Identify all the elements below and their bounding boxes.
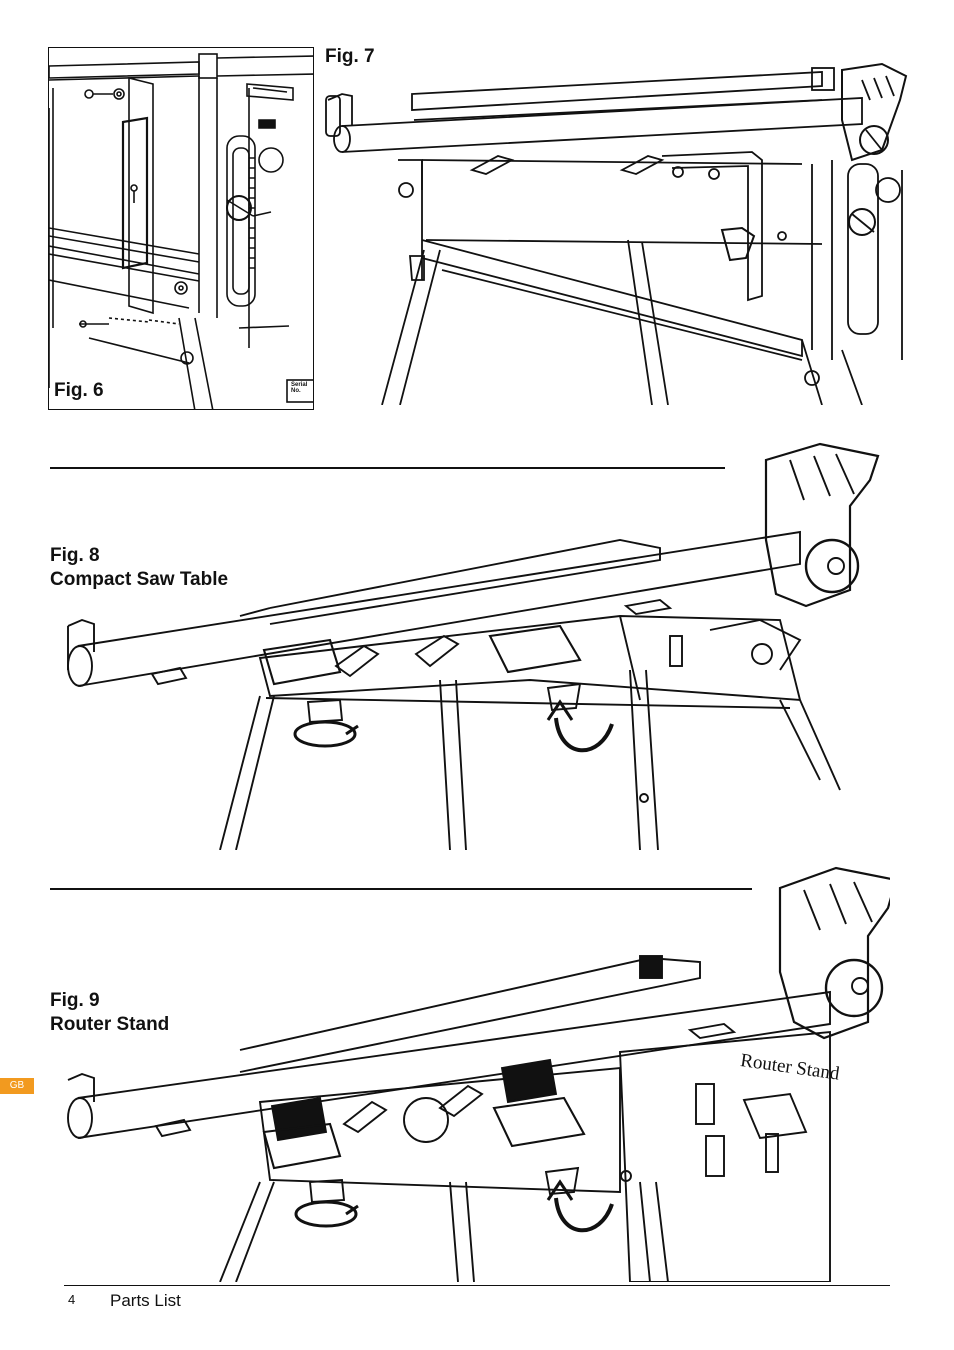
fig6-label: Fig. 6 bbox=[54, 380, 104, 401]
fig9-label: Fig. 9 bbox=[50, 990, 100, 1011]
figure-9-illustration bbox=[67, 866, 890, 1282]
fig8-label: Fig. 8 bbox=[50, 545, 100, 566]
section-divider bbox=[50, 888, 752, 890]
footer-section-title: Parts List bbox=[110, 1291, 181, 1310]
footer-rule bbox=[64, 1285, 890, 1286]
fig9-title: Router Stand bbox=[50, 1014, 170, 1035]
figure-6-panel: Fig. 6 Serial No. bbox=[48, 47, 314, 410]
page-number: 4 bbox=[68, 1292, 76, 1307]
figure-6-illustration bbox=[49, 53, 313, 409]
figure-7-illustration bbox=[325, 62, 908, 405]
fig7-label: Fig. 7 bbox=[325, 46, 375, 67]
figure-8-illustration bbox=[67, 442, 880, 850]
fig8-title: Compact Saw Table bbox=[50, 569, 229, 590]
section-divider bbox=[50, 467, 725, 469]
language-tab-gb: GB bbox=[0, 1078, 34, 1094]
serial-plate-text: Serial No. bbox=[291, 382, 308, 394]
